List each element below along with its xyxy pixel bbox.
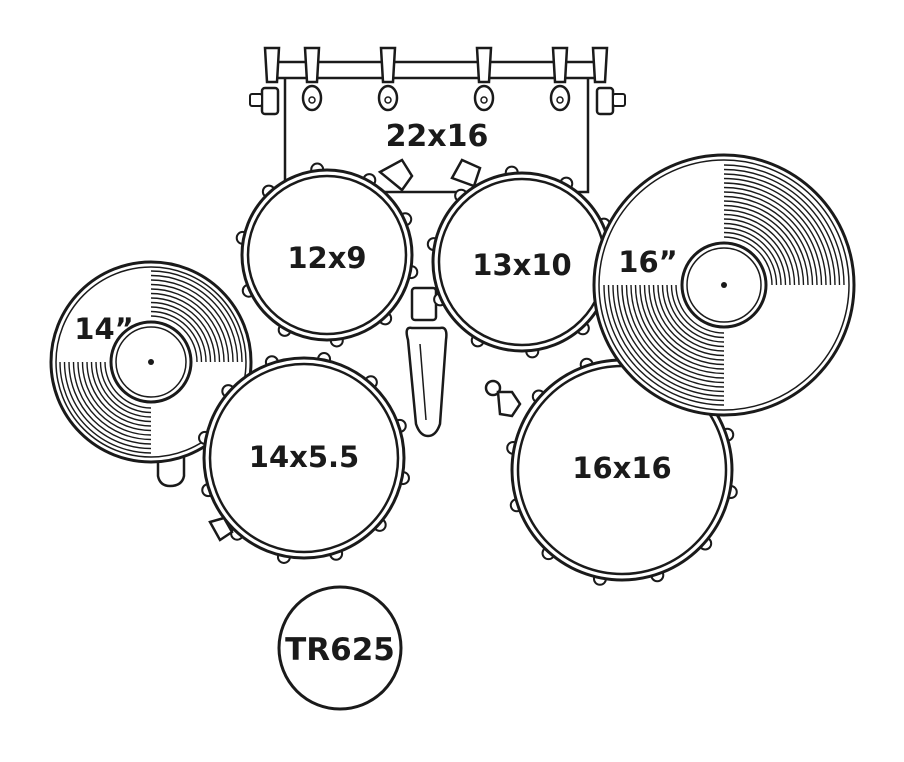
cymbal-groove xyxy=(670,284,725,339)
cymbal-right-label: 16” xyxy=(618,245,677,279)
cymbal-groove xyxy=(723,222,787,286)
cymbal-groove xyxy=(723,173,836,286)
floor-tom-mount xyxy=(484,379,522,418)
cymbal-groove xyxy=(68,361,152,445)
cymbal-groove xyxy=(150,270,243,363)
cymbal-groove xyxy=(634,284,725,375)
cymbal-groove xyxy=(612,284,725,397)
snare-label: 14x5.5 xyxy=(249,440,359,474)
cymbal-groove xyxy=(90,361,152,423)
cymbal-groove xyxy=(72,361,152,441)
cymbal-groove xyxy=(625,284,725,384)
cymbal-left-label: 14” xyxy=(74,312,133,346)
cymbal-bell-inner xyxy=(115,326,187,398)
cymbal-groove xyxy=(150,301,212,363)
bass-drum-lug xyxy=(549,46,571,112)
cymbal-groove xyxy=(81,361,152,432)
drum-head xyxy=(246,174,408,336)
tom-12x9 xyxy=(235,162,419,348)
cymbal-groove xyxy=(86,361,152,427)
tom-left-label: 12x9 xyxy=(287,241,366,275)
cymbal-groove xyxy=(723,200,809,286)
bass-drum-label: 22x16 xyxy=(386,119,489,154)
bass-drum-lug xyxy=(377,46,399,112)
snare-14x5-5 xyxy=(198,352,410,564)
cymbal-groove xyxy=(723,209,800,286)
cymbal-groove xyxy=(657,284,725,352)
cymbal-groove xyxy=(59,361,152,454)
cymbal-groove xyxy=(661,284,725,348)
cymbal-groove xyxy=(150,288,225,363)
cymbal-groove xyxy=(150,310,203,363)
cymbal-14 xyxy=(49,260,253,464)
cymbal-groove xyxy=(95,361,152,418)
cymbal-bell-inner xyxy=(686,247,762,323)
cymbal-groove xyxy=(621,284,725,388)
cymbal-groove xyxy=(675,284,725,334)
cymbal-groove xyxy=(150,279,234,363)
tom-right-label: 13x10 xyxy=(472,248,571,282)
floor-tom-16x16 xyxy=(506,354,738,586)
cymbal-groove xyxy=(77,361,152,436)
cymbal-groove xyxy=(639,284,725,370)
model-label: TR625 xyxy=(285,632,395,668)
snare-strainer xyxy=(208,516,234,542)
cymbal-groove xyxy=(150,292,221,363)
cymbal-groove xyxy=(723,231,778,286)
bass-drum-lug xyxy=(301,46,323,112)
cymbal-groove xyxy=(723,177,832,286)
cymbal-groove xyxy=(723,218,791,286)
cymbal-groove xyxy=(723,204,805,286)
cymbal-groove xyxy=(150,274,239,363)
cymbal-groove xyxy=(723,227,782,286)
cymbal-groove xyxy=(99,361,152,414)
cymbal-groove xyxy=(723,191,818,286)
cymbal-groove xyxy=(150,283,230,363)
bass-drum-spur-right xyxy=(595,86,626,116)
cymbal-groove xyxy=(616,284,725,393)
cymbal-groove xyxy=(63,361,152,450)
cymbal-groove xyxy=(150,315,198,363)
model-badge: TR625 xyxy=(277,585,403,711)
bass-drum-lug xyxy=(263,46,281,84)
cymbal-16 xyxy=(592,153,856,417)
cymbal-groove xyxy=(723,186,823,286)
cymbal-groove xyxy=(648,284,725,361)
cymbal-groove xyxy=(150,297,216,363)
cymbal-groove xyxy=(603,284,725,406)
cymbal-groove xyxy=(607,284,725,402)
cymbal-groove xyxy=(643,284,725,366)
cymbal-center-hole xyxy=(148,359,154,365)
cymbal-rim xyxy=(55,266,247,458)
cymbal-groove xyxy=(723,213,796,286)
bass-drum-spur-left xyxy=(249,86,280,116)
cymbal-groove xyxy=(104,361,152,409)
cymbal-groove xyxy=(723,182,827,286)
cymbal-groove xyxy=(723,236,773,286)
cymbal-rim xyxy=(598,159,850,411)
cymbal-groove xyxy=(723,164,845,286)
floor-tom-label: 16x16 xyxy=(572,451,671,485)
cymbal-groove xyxy=(723,168,841,286)
drum-head xyxy=(208,362,400,554)
tom-mount-right xyxy=(450,158,482,188)
cymbal-groove xyxy=(666,284,725,343)
cymbal-center-hole xyxy=(721,282,727,288)
bass-drum-pedal xyxy=(405,286,448,438)
cymbal-groove xyxy=(630,284,725,379)
cymbal-groove xyxy=(150,306,207,363)
cymbal-groove xyxy=(652,284,725,357)
bass-drum-lug xyxy=(591,46,609,84)
bass-drum-lug xyxy=(473,46,495,112)
bass-drum-lugs xyxy=(263,46,609,112)
bass-drum: 22x16 xyxy=(249,46,626,194)
tom-mount-left xyxy=(377,158,414,192)
cymbal-groove xyxy=(723,195,814,286)
